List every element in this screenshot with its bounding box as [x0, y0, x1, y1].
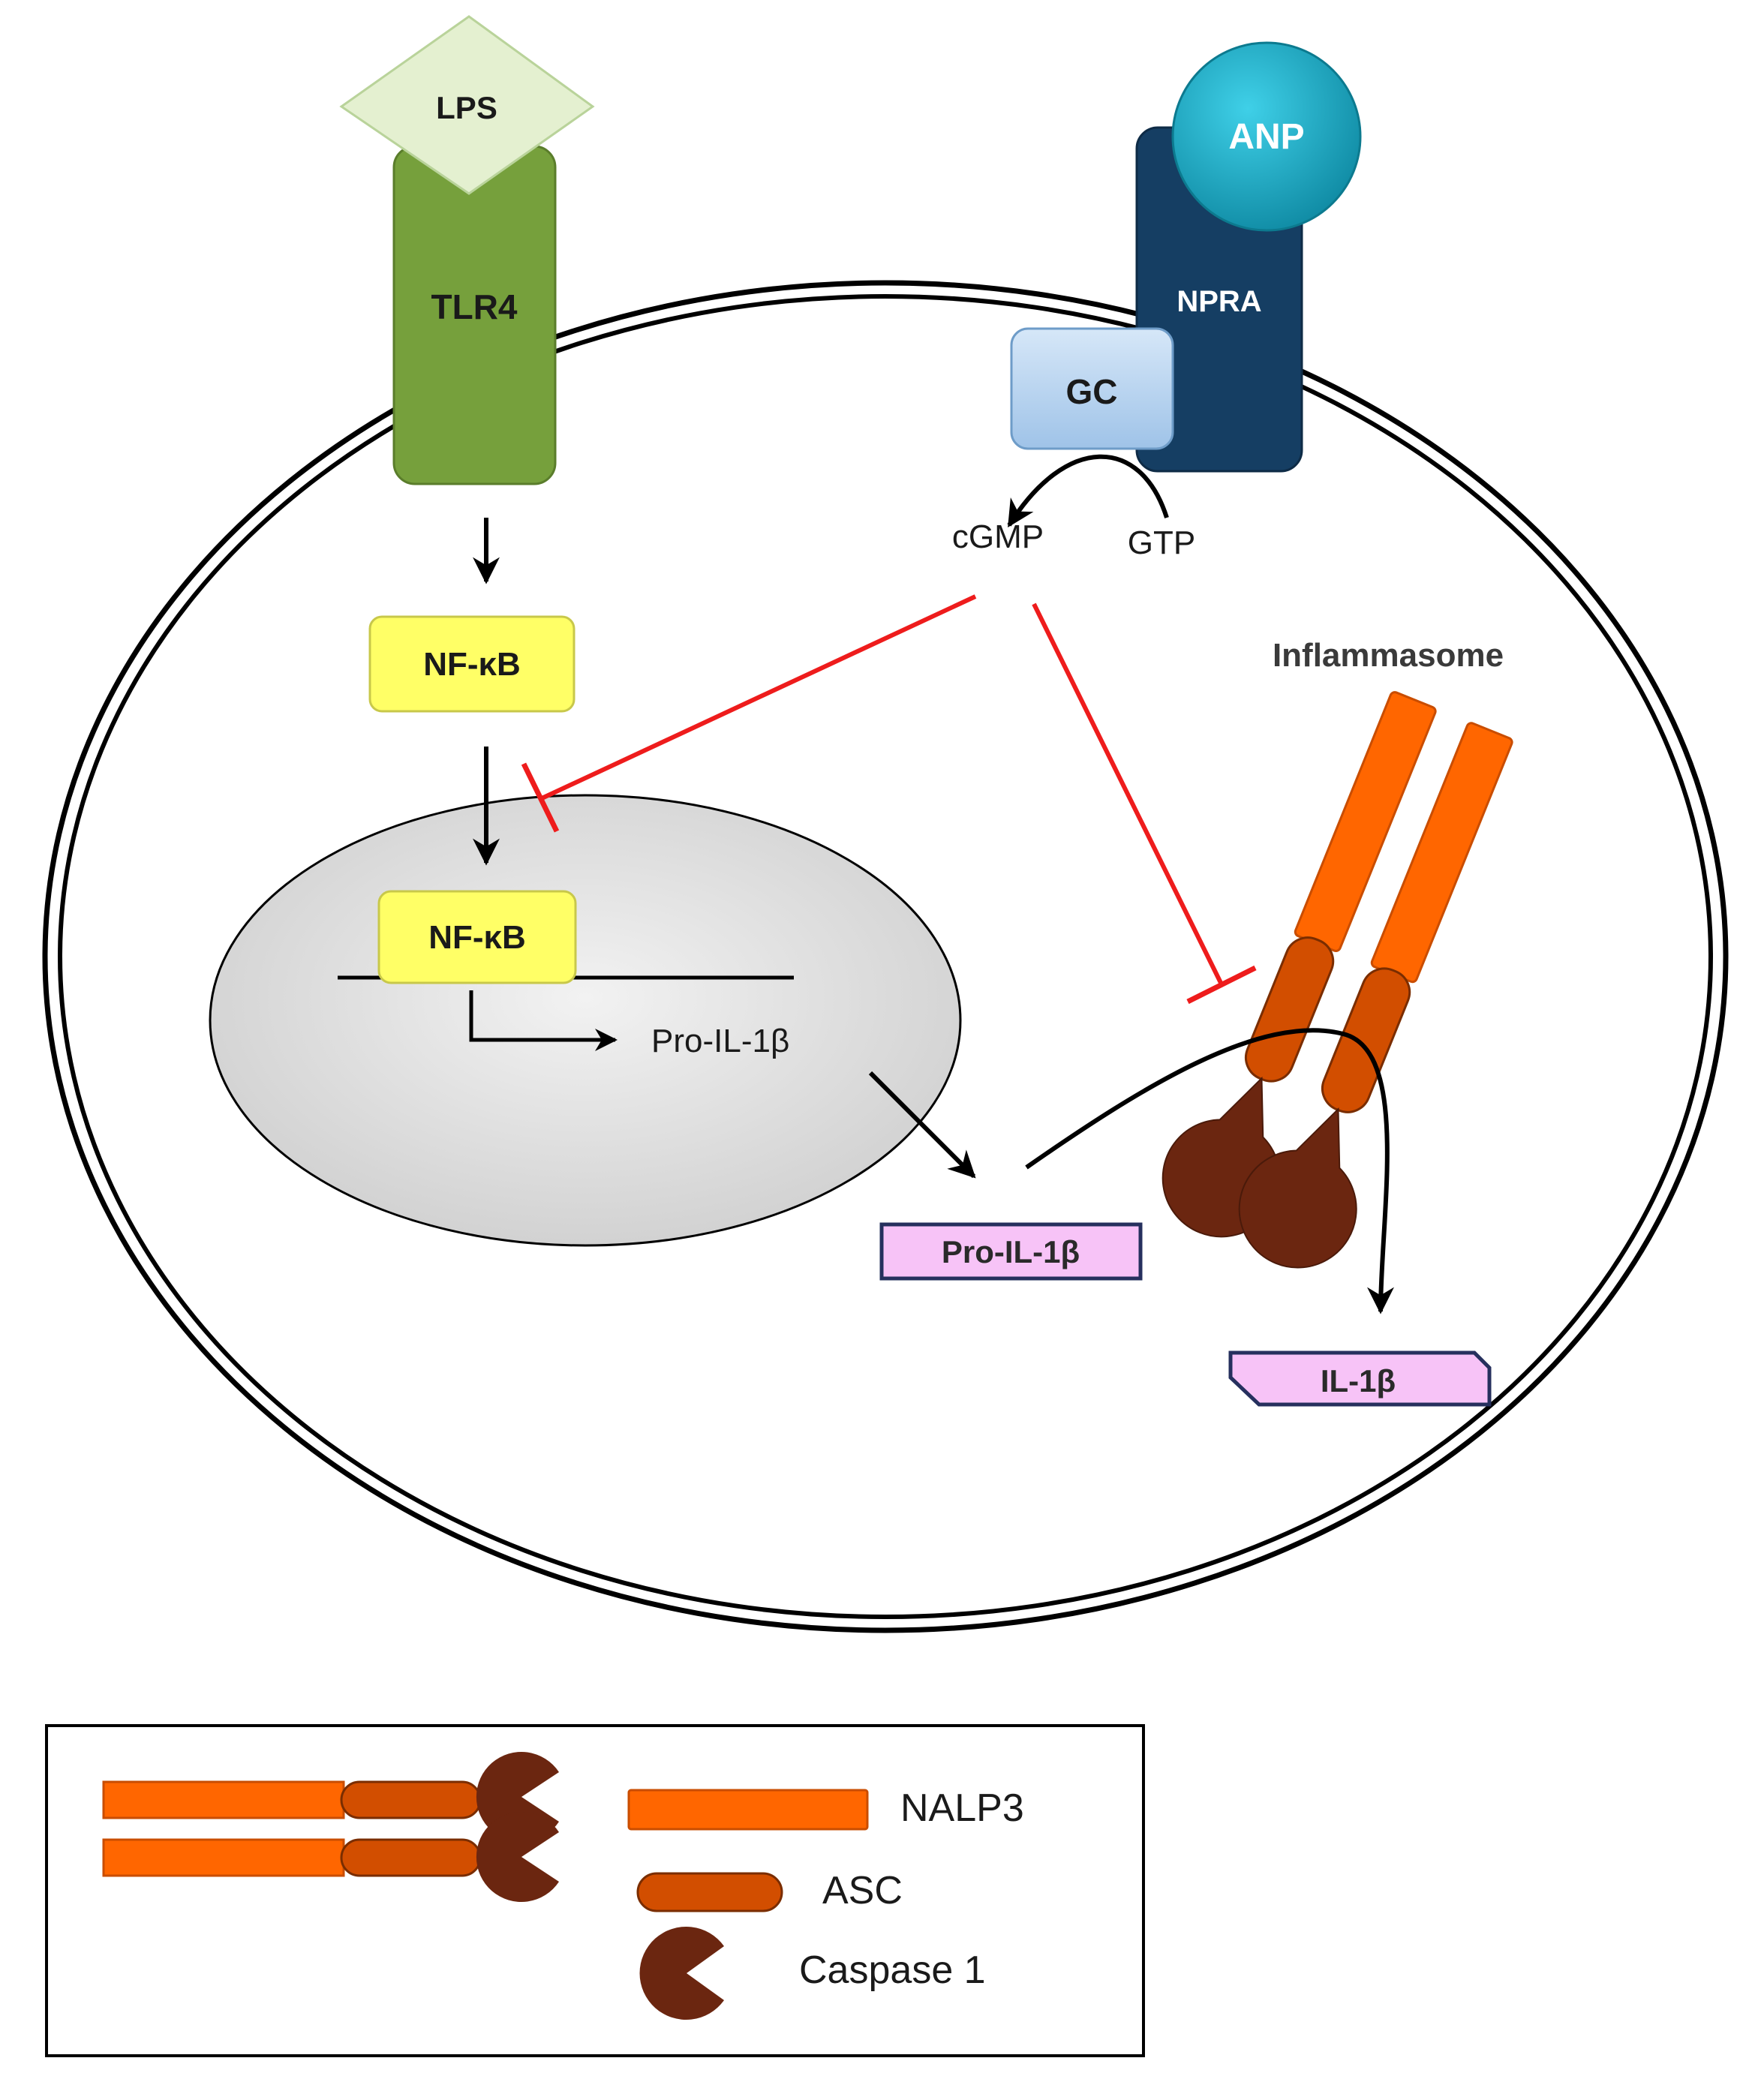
npra-label: NPRA [1177, 285, 1261, 318]
legend-inflammasome-illustration [102, 1752, 559, 1902]
legend-border [45, 1724, 1145, 2057]
legend: NALP3 ASC Caspase 1 [45, 1724, 1145, 2057]
gtp-label: GTP [1128, 524, 1195, 561]
cgmp-inhibit-inflammasome-line [1032, 602, 1224, 986]
lps-ligand [339, 15, 595, 195]
gc-domain [1010, 327, 1174, 450]
pro-il1b-nucleus-label: Pro-IL-1β [651, 1023, 789, 1059]
legend-caspase-swatch [639, 1927, 724, 2020]
legend-ill-asc-1 [340, 1780, 482, 1819]
legend-ill-asc-2 [340, 1838, 482, 1877]
inflammasome-complex [1161, 691, 1513, 1269]
legend-ill-nalp3-2 [102, 1838, 345, 1877]
nfkb-nucleus-box [377, 890, 577, 984]
cgmp-inhibit-inflammasome-bar [1186, 965, 1257, 1005]
cell-membrane-inner [58, 294, 1713, 1619]
inflammasome-label: Inflammasome [1273, 637, 1504, 674]
transcription-arrow [469, 990, 618, 1051]
export-arrow [868, 1071, 976, 1179]
lps-label: LPS [436, 90, 497, 125]
processing-arrow [1025, 1028, 1395, 1314]
anp-ligand [1171, 41, 1362, 232]
il1b-box [1228, 1350, 1492, 1407]
legend-asc-swatch [636, 1872, 783, 1912]
nfkb-nucleus-label: NF-κB [428, 919, 526, 956]
legend-ill-caspase-2 [476, 1811, 559, 1902]
cgmp-label: cGMP [952, 518, 1044, 555]
legend-nalp3-label: NALP3 [900, 1786, 1024, 1830]
anp-label: ANP [1228, 117, 1304, 157]
legend-asc-label: ASC [822, 1869, 903, 1912]
inflammasome-caspase-2 [1238, 1107, 1357, 1269]
gc-label: GC [1066, 372, 1118, 411]
nucleus [209, 794, 962, 1247]
tlr4-label: TLR4 [431, 287, 518, 326]
pro-il1b-cytoplasm-label: Pro-IL-1β [942, 1234, 1080, 1269]
cgmp-inhibit-nfkb-bar [521, 762, 560, 833]
gtp-to-cgmp-arrow [1007, 454, 1169, 528]
legend-ill-nalp3-1 [102, 1780, 345, 1819]
nfkb-cytoplasm-box [368, 615, 575, 713]
nfkb-cytoplasm-label: NF-κB [423, 646, 521, 683]
legend-nalp3-swatch [627, 1789, 869, 1831]
il1b-label: IL-1β [1321, 1363, 1396, 1399]
pro-il1b-cytoplasm-box [879, 1222, 1143, 1281]
cgmp-inhibit-nfkb-line [539, 594, 977, 801]
legend-caspase-label: Caspase 1 [799, 1948, 986, 1992]
